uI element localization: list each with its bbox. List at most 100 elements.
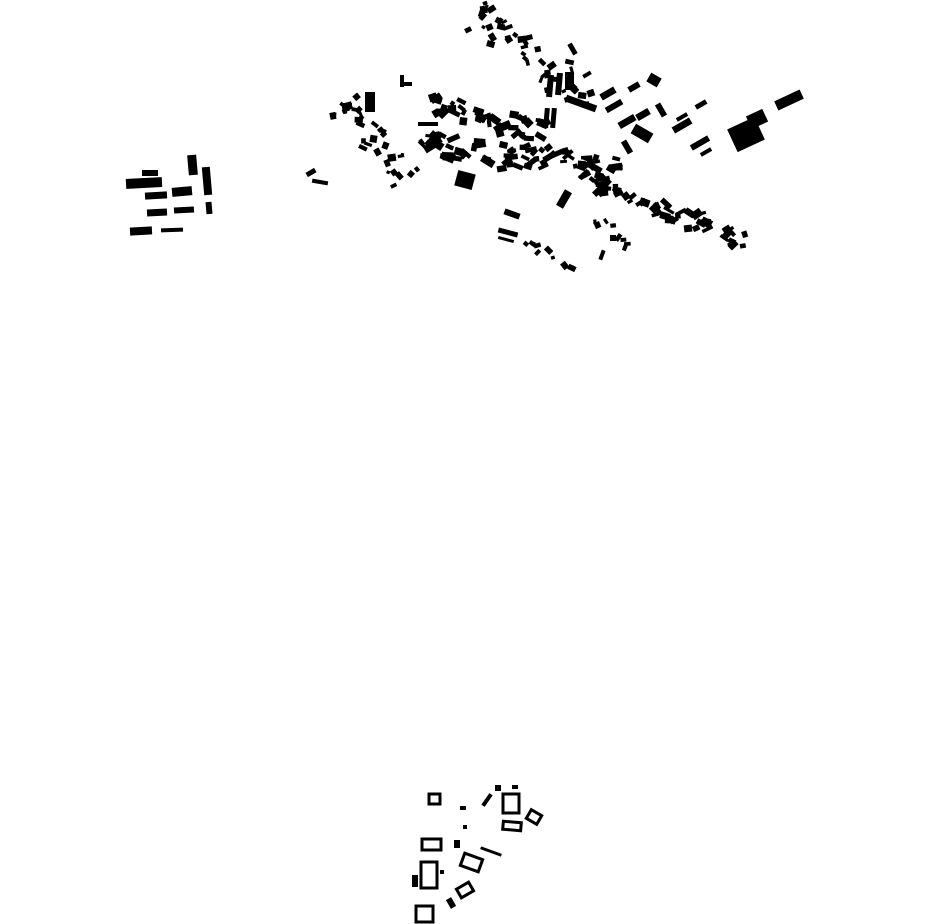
building [485, 112, 493, 122]
building [486, 4, 497, 14]
building [621, 243, 629, 252]
building [520, 141, 532, 151]
building [501, 155, 513, 167]
building [546, 60, 557, 71]
building [602, 217, 609, 225]
building [470, 143, 478, 152]
building [552, 76, 559, 82]
building [580, 155, 593, 160]
building [394, 171, 404, 181]
building [365, 92, 375, 112]
building [577, 91, 587, 100]
building [560, 260, 570, 271]
building [386, 170, 391, 175]
building [333, 112, 337, 118]
building [160, 227, 184, 233]
building [564, 58, 575, 66]
building [473, 138, 486, 145]
building [699, 147, 713, 157]
building [352, 92, 361, 102]
building [519, 114, 529, 124]
building [390, 182, 398, 189]
building [534, 248, 542, 257]
building [427, 792, 442, 806]
building [635, 197, 647, 207]
building [659, 197, 673, 210]
building [630, 123, 654, 144]
building [566, 153, 575, 161]
building [173, 206, 195, 214]
building [604, 98, 624, 114]
building [567, 83, 580, 95]
building [472, 106, 485, 116]
building [495, 128, 505, 138]
building [495, 785, 501, 791]
building [369, 134, 378, 144]
building [537, 162, 549, 171]
building [378, 127, 387, 135]
building [391, 155, 397, 161]
building [305, 167, 317, 178]
building [358, 143, 368, 152]
building [129, 226, 153, 236]
building [774, 89, 804, 111]
building [719, 234, 730, 243]
building [419, 860, 439, 890]
building [504, 34, 512, 42]
building [524, 807, 544, 827]
building [454, 169, 476, 191]
building [520, 154, 530, 162]
building [727, 241, 734, 249]
building [458, 851, 485, 874]
building [675, 112, 689, 122]
building [543, 86, 553, 94]
building [355, 120, 366, 129]
building [481, 155, 492, 162]
building [581, 101, 590, 105]
building [627, 81, 641, 93]
building [481, 793, 493, 807]
building [511, 31, 519, 39]
building [567, 263, 577, 273]
building [341, 107, 350, 113]
building [486, 120, 492, 128]
building [460, 108, 468, 116]
building [418, 138, 426, 146]
building [572, 163, 578, 169]
building [522, 117, 534, 129]
building [628, 192, 637, 201]
building [171, 186, 193, 197]
building [453, 146, 465, 157]
building [523, 135, 535, 142]
building [361, 138, 366, 144]
building [477, 8, 486, 18]
building [431, 108, 441, 119]
building [683, 207, 696, 219]
building [437, 106, 451, 120]
building [617, 113, 637, 130]
building [648, 201, 662, 215]
building [483, 4, 489, 11]
building [445, 143, 455, 151]
building [480, 846, 502, 857]
building [674, 212, 681, 220]
building [454, 880, 476, 900]
building [611, 155, 621, 162]
building [725, 225, 735, 234]
building [446, 133, 461, 144]
building [485, 23, 494, 32]
building [561, 88, 567, 94]
building [520, 44, 529, 50]
building [534, 45, 542, 53]
building [201, 166, 213, 196]
building [381, 141, 390, 150]
building [339, 101, 345, 108]
building [536, 118, 550, 130]
building [620, 237, 627, 242]
building [383, 158, 391, 168]
building [695, 210, 707, 217]
building [721, 224, 732, 235]
building [510, 128, 523, 140]
building [626, 198, 634, 205]
